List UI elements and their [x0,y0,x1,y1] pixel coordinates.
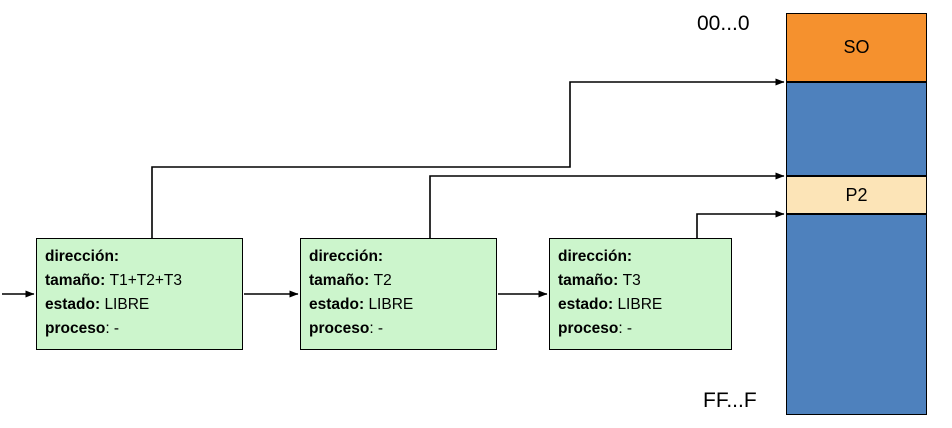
node-field-proceso: proceso: - [309,317,496,341]
memory-segment-free-2[interactable] [786,214,927,415]
node-field-value: T2 [373,272,392,289]
node-field-key: estado: [558,296,614,313]
node-field-direccion: dirección: [45,245,242,269]
node-field-key: tamaño: [558,272,619,289]
node-field-value: T3 [622,272,641,289]
node-field-value: LIBRE [368,296,414,313]
node-field-key: dirección: [558,248,633,265]
node-field-value: LIBRE [617,296,663,313]
wire-node1-to-memory [151,78,785,238]
node-field-key: tamaño: [45,272,106,289]
wire-node3-to-memory [696,210,785,238]
wire-node2-to-memory [429,172,785,238]
node-field-estado: estado: LIBRE [558,293,731,317]
node-field-direccion: dirección: [558,245,731,269]
node-field-estado: estado: LIBRE [45,293,242,317]
node-field-tamano: tamaño: T2 [309,269,496,293]
node-field-value: LIBRE [104,296,150,313]
node-field-key: proceso [45,320,106,337]
node-field-key: estado: [45,296,101,313]
node-field-value: : - [618,320,633,337]
node-field-key: dirección: [45,248,120,265]
memory-bottom-address-label: FF...F [703,389,757,412]
node-field-key: proceso [309,320,370,337]
node-field-value: : - [105,320,120,337]
memory-segment-so[interactable]: SO [786,13,927,82]
memory-segment-free-1[interactable] [786,82,927,176]
hole-node-2[interactable]: dirección: tamaño: T2 estado: LIBRE proc… [300,238,497,350]
memory-top-address-label: 00...0 [697,12,750,35]
node-field-key: dirección: [309,248,384,265]
hole-node-1[interactable]: dirección: tamaño: T1+T2+T3 estado: LIBR… [36,238,243,350]
memory-segment-p2[interactable]: P2 [786,176,927,214]
node-field-direccion: dirección: [309,245,496,269]
node-field-key: proceso [558,320,619,337]
hole-node-3[interactable]: dirección: tamaño: T3 estado: LIBRE proc… [549,238,732,350]
node-field-key: estado: [309,296,365,313]
node-field-tamano: tamaño: T3 [558,269,731,293]
node-field-proceso: proceso: - [45,317,242,341]
node-field-key: tamaño: [309,272,370,289]
node-field-tamano: tamaño: T1+T2+T3 [45,269,242,293]
node-field-proceso: proceso: - [558,317,731,341]
node-field-estado: estado: LIBRE [309,293,496,317]
node-field-value: T1+T2+T3 [109,272,182,289]
node-field-value: : - [369,320,384,337]
